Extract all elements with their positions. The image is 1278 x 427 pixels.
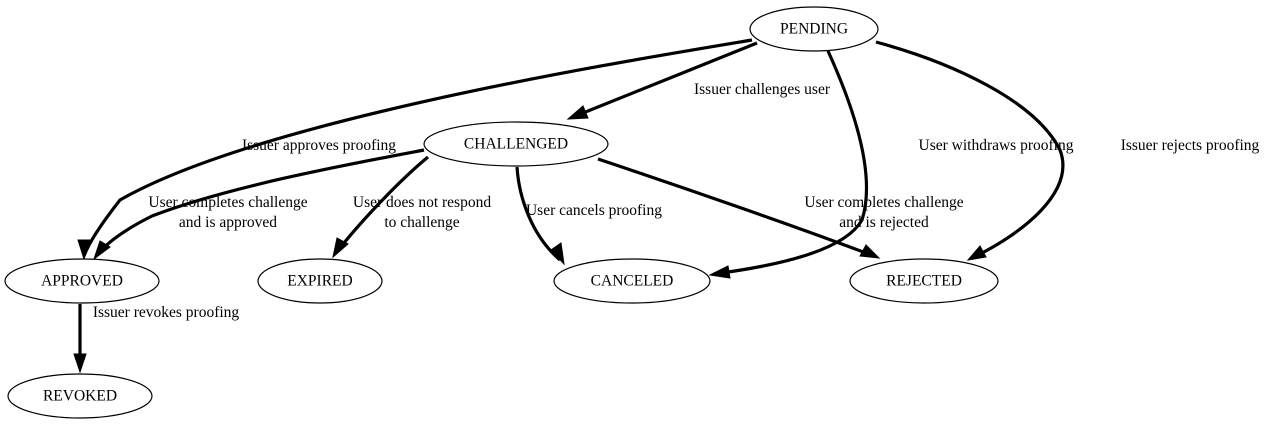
state-node-label-approved: APPROVED: [41, 273, 123, 290]
arrowhead-icon: [566, 105, 589, 120]
edge-line-challenged-approved: [94, 148, 425, 258]
edge-pending-rejected: Issuer rejects proofing: [875, 40, 1260, 261]
state-node-label-revoked: REVOKED: [43, 388, 117, 405]
state-node-shape-rejected[interactable]: [849, 258, 999, 304]
edge-label-approved-revoked: Issuer revokes proofing: [93, 304, 240, 321]
edge-approved-revoked: Issuer revokes proofing: [73, 304, 240, 374]
state-node-label-pending: PENDING: [780, 21, 848, 38]
edge-line-pending-approved: [82, 38, 753, 257]
state-node-approved[interactable]: APPROVED: [4, 258, 160, 304]
arrowhead-icon: [93, 240, 111, 261]
arrowhead-icon: [332, 237, 349, 259]
edge-label-challenged-canceled: User cancels proofing: [526, 202, 662, 219]
arrowhead-icon: [859, 244, 881, 259]
state-node-shape-pending[interactable]: [749, 6, 879, 52]
state-node-canceled[interactable]: CANCELED: [553, 258, 711, 304]
arrowhead-icon: [77, 239, 91, 261]
arrowhead-icon: [550, 242, 565, 266]
state-node-rejected[interactable]: REJECTED: [849, 258, 999, 304]
edge-label-pending-rejected: Issuer rejects proofing: [1121, 137, 1260, 154]
edge-line-pending-rejected: [875, 40, 1065, 260]
state-node-label-expired: EXPIRED: [287, 273, 352, 290]
edge-challenged-canceled: User cancels proofing: [515, 166, 662, 266]
edge-label-pending-approved: Issuer approves proofing: [242, 137, 396, 154]
edge-line-pending-challenged: [572, 41, 758, 119]
nodes-layer: PENDING CHALLENGED APPROVED EXPIRED CANCELED…: [4, 6, 999, 419]
state-node-label-rejected: REJECTED: [886, 273, 962, 290]
state-node-pending[interactable]: PENDING: [749, 6, 879, 52]
state-node-shape-expired[interactable]: [257, 258, 383, 304]
state-node-label-challenged: CHALLENGED: [464, 136, 568, 153]
edge-label-pending-canceled: User withdraws proofing: [919, 137, 1074, 154]
state-node-shape-challenged[interactable]: [423, 121, 609, 167]
edge-line-challenged-rejected: [597, 157, 875, 258]
arrowhead-icon: [73, 353, 87, 374]
state-node-shape-approved[interactable]: [4, 258, 160, 304]
state-node-label-canceled: CANCELED: [591, 273, 674, 290]
arrowhead-icon: [966, 245, 987, 261]
edge-line-pending-canceled: [713, 50, 869, 276]
state-node-revoked[interactable]: REVOKED: [7, 373, 153, 419]
state-node-challenged[interactable]: CHALLENGED: [423, 121, 609, 167]
edges-layer: Issuer approves proofing Issuer challenge…: [73, 38, 1260, 374]
edge-pending-canceled: User withdraws proofing: [708, 50, 1074, 279]
edge-pending-approved: Issuer approves proofing: [77, 38, 753, 261]
arrowhead-icon: [708, 265, 731, 279]
state-node-shape-canceled[interactable]: [553, 258, 711, 304]
edge-line-challenged-canceled: [515, 166, 562, 262]
edge-label-pending-challenged: Issuer challenges user: [694, 81, 831, 98]
state-node-expired[interactable]: EXPIRED: [257, 258, 383, 304]
state-node-shape-revoked[interactable]: [7, 373, 153, 419]
edge-pending-challenged: Issuer challenges user: [566, 41, 831, 120]
